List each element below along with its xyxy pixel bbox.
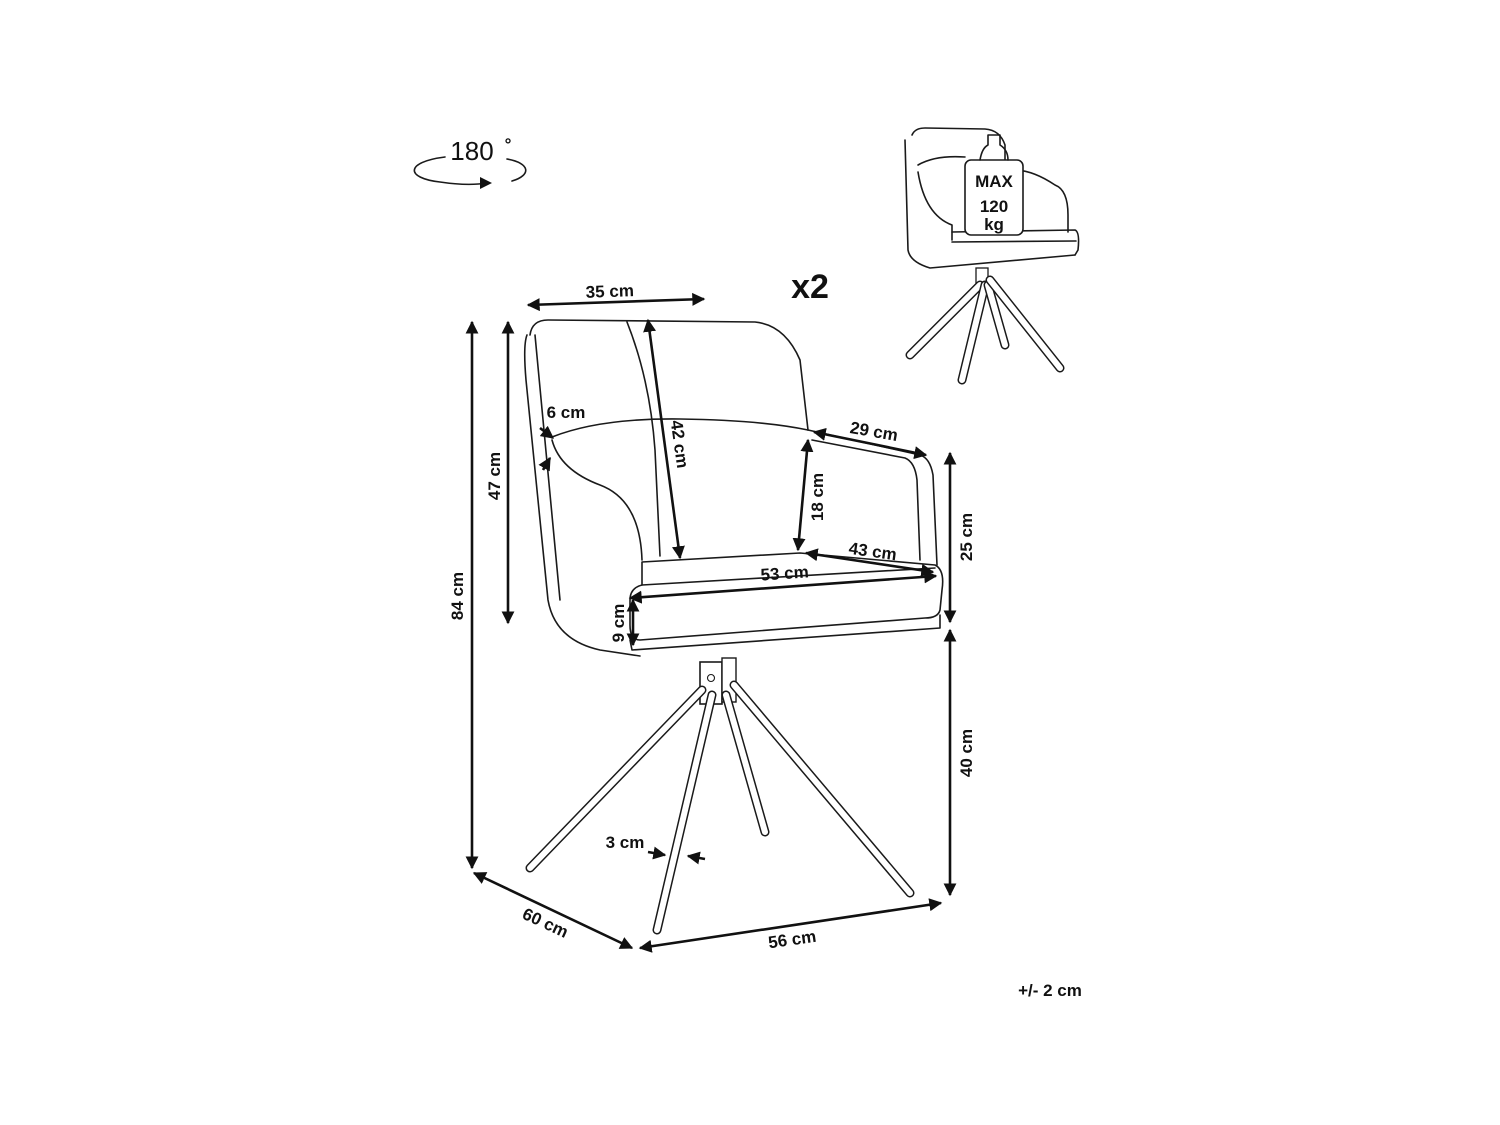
tolerance-label: +/- 2 cm: [1018, 981, 1082, 1000]
rotation-label: 180: [450, 136, 493, 166]
width-label: 56 cm: [767, 927, 817, 953]
max-load-chair-icon: MAX 120 kg: [904, 127, 1080, 385]
total-height-label: 84 cm: [448, 572, 467, 620]
armrest-height-label: 18 cm: [808, 473, 827, 521]
back-depth-label: 42 cm: [667, 419, 693, 469]
rotation-unit: °: [505, 135, 512, 154]
back-height-label: 47 cm: [485, 452, 504, 500]
max-weight-value: 120: [980, 197, 1008, 216]
quantity-label: x2: [791, 268, 829, 306]
back-thickness-label: 6 cm: [547, 403, 586, 422]
arm-total-height-label: 25 cm: [957, 513, 976, 561]
back-width-label: 35 cm: [585, 281, 634, 302]
depth-label: 60 cm: [519, 904, 571, 942]
dimension-lines: [465, 292, 957, 953]
max-weight-unit: kg: [984, 215, 1004, 234]
seat-height-label: 40 cm: [957, 729, 976, 777]
chair-drawing: [523, 319, 944, 935]
rotation-180-icon: 180 °: [413, 135, 527, 189]
seat-thickness-label: 9 cm: [609, 604, 628, 643]
leg-width-label: 3 cm: [606, 833, 645, 852]
seat-width-label: 53 cm: [760, 562, 809, 584]
max-label: MAX: [975, 172, 1013, 191]
